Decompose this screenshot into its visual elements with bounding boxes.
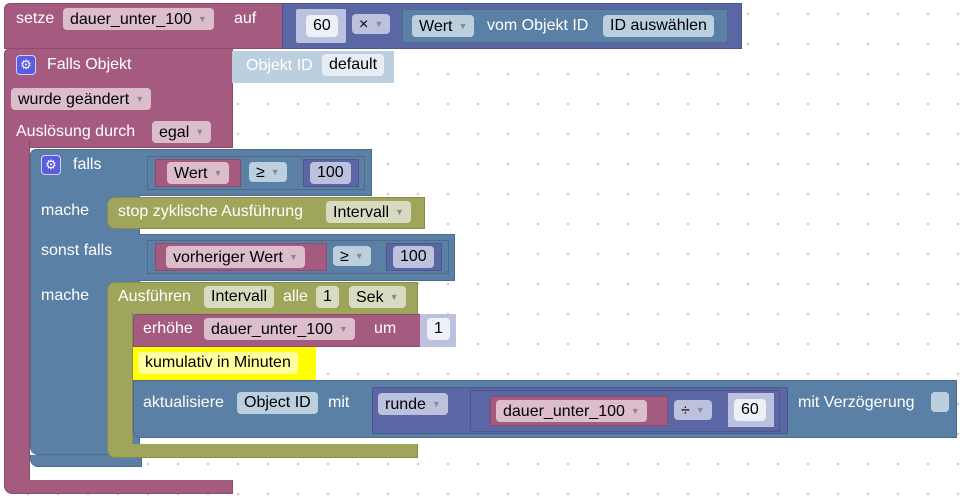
elseif-operator: ≥: [340, 248, 349, 265]
divisor-field[interactable]: 60: [734, 399, 766, 421]
increment-variable-dropdown[interactable]: dauer_unter_100 ▼: [204, 318, 355, 340]
value-name: Wert: [419, 18, 453, 35]
if-block-bottom: [30, 455, 142, 467]
increment-label: erhöhe: [143, 320, 193, 337]
interval-name-field[interactable]: Intervall: [204, 286, 275, 308]
interval-block-arm: [107, 313, 133, 448]
if-value-dropdown[interactable]: Wert ▼: [167, 162, 230, 184]
condition-value: wurde geändert: [18, 91, 130, 108]
if-operator-dropdown[interactable]: ≥▼: [249, 162, 287, 182]
divide-variable: dauer_unter_100: [503, 403, 625, 420]
id-select-field[interactable]: ID auswählen: [603, 15, 714, 37]
trigger-by-label: Auslösung durch: [16, 123, 136, 140]
dropdown-arrow-icon: ▼: [431, 399, 441, 409]
dropdown-arrow-icon: ▼: [270, 167, 280, 177]
elseif-value-dropdown[interactable]: vorheriger Wert ▼: [166, 246, 305, 268]
dropdown-arrow-icon: ▼: [338, 324, 348, 334]
stop-interval-value: Intervall: [333, 204, 390, 221]
unit-dropdown[interactable]: Sek ▼: [349, 286, 406, 308]
if-operator: ≥: [256, 164, 265, 181]
divide-operator-dropdown[interactable]: ÷▼: [674, 400, 712, 420]
elseif-number-field[interactable]: 100: [393, 246, 434, 268]
dropdown-arrow-icon: ▼: [197, 14, 207, 24]
delay-label: mit Verzögerung: [798, 394, 915, 411]
operator-value: ×: [359, 16, 369, 33]
if-value: Wert: [174, 165, 208, 182]
do-label-2: mache: [41, 287, 90, 304]
divide-variable-dropdown[interactable]: dauer_unter_100 ▼: [496, 400, 647, 422]
elseif-value: vorheriger Wert: [173, 249, 283, 266]
multiplier-field[interactable]: 60: [306, 15, 338, 37]
elseif-operator-dropdown[interactable]: ≥▼: [333, 246, 371, 266]
stop-label: stop zyklische Ausführung: [118, 203, 303, 220]
dropdown-arrow-icon: ▼: [374, 19, 384, 29]
dropdown-arrow-icon: ▼: [695, 405, 705, 415]
by-value-field[interactable]: 1: [427, 318, 450, 340]
unit-value: Sek: [356, 289, 384, 306]
trigger-value: egal: [159, 124, 190, 141]
comment-text[interactable]: kumulativ in Minuten: [138, 352, 298, 374]
do-label-1: mache: [41, 202, 90, 219]
gear-icon[interactable]: ⚙: [41, 155, 61, 175]
condition-dropdown[interactable]: wurde geändert ▼: [11, 88, 152, 110]
operator-dropdown[interactable]: ×▼: [352, 14, 391, 34]
gear-icon[interactable]: ⚙: [16, 55, 36, 75]
trigger-block-left-arm: [4, 140, 30, 490]
dropdown-arrow-icon: ▼: [395, 207, 404, 217]
to-label: auf: [234, 10, 257, 27]
by-label: um: [374, 320, 397, 337]
dropdown-arrow-icon: ▼: [135, 94, 145, 104]
delay-checkbox[interactable]: [931, 392, 949, 412]
interval-label: Ausführen: [118, 288, 191, 305]
interval-block-bottom: [107, 444, 418, 458]
dropdown-arrow-icon: ▼: [630, 406, 640, 416]
every-value-field[interactable]: 1: [316, 286, 339, 308]
set-label: setze: [16, 10, 55, 27]
trigger-label: Falls Objekt: [47, 56, 132, 73]
increment-variable: dauer_unter_100: [211, 321, 333, 338]
trigger-block-bottom: [4, 480, 233, 494]
elseif-label: sonst falls: [41, 242, 113, 259]
every-label: alle: [283, 288, 308, 305]
trigger-dropdown[interactable]: egal ▼: [152, 121, 212, 143]
from-object-label: vom Objekt ID: [487, 17, 589, 34]
object-id-label: Objekt ID: [246, 57, 313, 74]
value-dropdown[interactable]: Wert ▼: [412, 15, 475, 37]
update-object-id-field[interactable]: Object ID: [237, 392, 318, 414]
dropdown-arrow-icon: ▼: [213, 168, 223, 178]
dropdown-arrow-icon: ▼: [195, 127, 205, 137]
with-label: mit: [328, 394, 350, 411]
stop-interval-dropdown[interactable]: Intervall ▼: [326, 201, 411, 223]
round-dropdown[interactable]: runde ▼: [378, 393, 448, 415]
dropdown-arrow-icon: ▼: [389, 292, 399, 302]
update-label: aktualisiere: [143, 394, 224, 411]
set-variable-dropdown[interactable]: dauer_unter_100 ▼: [63, 8, 214, 30]
set-variable-name: dauer_unter_100: [70, 11, 192, 28]
dropdown-arrow-icon: ▼: [458, 21, 468, 31]
if-label: falls: [73, 156, 102, 173]
dropdown-arrow-icon: ▼: [288, 252, 298, 262]
divide-operator: ÷: [681, 402, 690, 419]
if-number-field[interactable]: 100: [310, 162, 351, 184]
round-op: runde: [385, 396, 426, 413]
object-id-field[interactable]: default: [322, 54, 385, 76]
dropdown-arrow-icon: ▼: [354, 251, 364, 261]
